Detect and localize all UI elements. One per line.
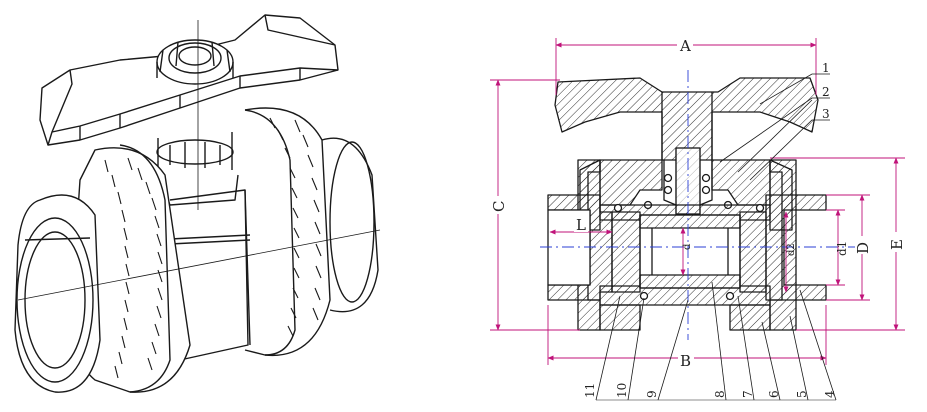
part-number-5: 5: [795, 390, 809, 398]
iso-left-ribs: [104, 157, 163, 379]
label-dim-d: D: [854, 242, 872, 254]
dimension-labels: A B C E D d1 d2 d L: [489, 36, 906, 370]
isometric-view: [14, 14, 381, 393]
section-ball: [639, 214, 741, 289]
iso-left-union-nut: [71, 144, 191, 393]
section-view: [540, 70, 860, 340]
label-dim-l: L: [576, 216, 586, 234]
part-number-4: 4: [823, 390, 837, 398]
section-handle: [554, 77, 819, 161]
part-leaders: [595, 73, 837, 401]
label-dim-c: C: [490, 201, 508, 212]
iso-axis-horizontal: [17, 229, 381, 301]
part-number-1: 1: [822, 61, 830, 75]
part-number-6: 6: [767, 390, 781, 398]
label-dim-d2: d2: [786, 243, 797, 256]
part-number-10: 10: [615, 383, 629, 398]
centerlines: [540, 70, 860, 340]
dimensions: [490, 38, 905, 365]
iso-right-ribs: [269, 117, 322, 337]
part-number-11: 11: [583, 383, 597, 398]
part-number-7: 7: [741, 390, 755, 398]
label-dim-b: B: [680, 352, 691, 370]
iso-handle-nut: [156, 39, 234, 85]
label-dim-a: A: [679, 37, 691, 55]
part-numbers: 1 2 3 4 5 6 7 8 9 10 11: [583, 61, 837, 398]
part-number-3: 3: [822, 107, 830, 121]
iso-left-end: [14, 194, 101, 393]
label-dim-d1: d1: [835, 241, 849, 256]
seat-carriers: [611, 203, 767, 301]
label-dim-e: E: [888, 239, 906, 250]
iso-right-union-nut: [244, 107, 379, 357]
part-number-9: 9: [645, 390, 659, 398]
iso-stem-neck: [156, 132, 239, 206]
part-number-2: 2: [822, 85, 830, 99]
label-dim-d-small: d: [682, 243, 693, 250]
part-number-8: 8: [713, 390, 727, 398]
